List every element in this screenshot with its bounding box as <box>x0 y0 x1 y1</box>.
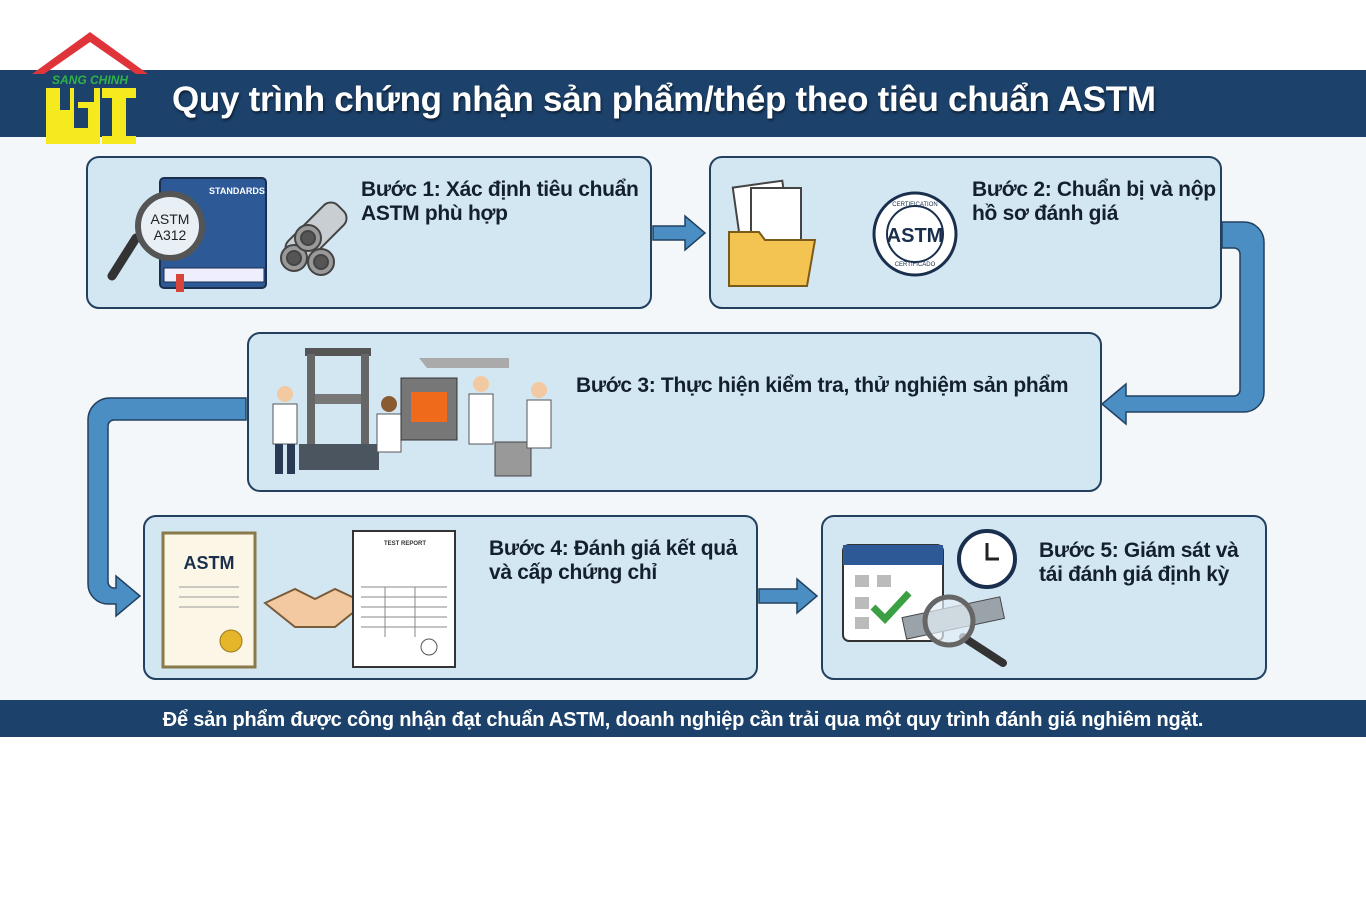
step-2-label: Bước 2: Chuẩn bị và nộp hồ sơ đánh giá <box>972 178 1216 226</box>
step-4-label-line2: và cấp chứng chỉ <box>489 561 657 584</box>
step-4-label-line1: Bước 4: Đánh giá kết quả <box>489 537 738 560</box>
step-5-label-line2: tái đánh giá định kỳ <box>1039 563 1230 586</box>
report-title: TEST REPORT <box>384 541 426 547</box>
seal-center-text: ASTM <box>887 225 944 247</box>
documents-folder-seal-icon: ASTM CERTIFICATION CERTIFICADO <box>728 179 958 287</box>
seal-bottom-text: CERTIFICADO <box>895 262 936 268</box>
step-5-card: Bước 5: Giám sát và tái đánh giá định kỳ <box>821 515 1267 680</box>
certificate-handshake-report-icon: ASTM TEST REPORT <box>161 530 456 669</box>
step-1-card: STANDARDS ASTM A312 Bước 1: Xác định tiê… <box>86 156 652 309</box>
book-label: STANDARDS <box>209 186 265 196</box>
step-2-label-line2: hồ sơ đánh giá <box>972 202 1119 225</box>
footer-band <box>0 700 1366 737</box>
step-3-label-line1: Bước 3: Thực hiện kiểm tra, thử nghiệm s… <box>576 374 1069 397</box>
step-4-card: ASTM TEST REPORT Bước 4: Đánh giá kết qu… <box>143 515 758 680</box>
connector-step2-to-step3 <box>1100 221 1265 426</box>
seal-top-text: CERTIFICATION <box>892 202 937 208</box>
step-3-label: Bước 3: Thực hiện kiểm tra, thử nghiệm s… <box>576 374 1069 398</box>
step-5-label-line1: Bước 5: Giám sát và <box>1039 539 1239 562</box>
company-logo: SANG CHINH <box>30 30 150 148</box>
certificate-logo-text: ASTM <box>184 553 235 573</box>
calendar-clock-inspection-icon <box>842 529 1017 667</box>
arrow-step4-to-step5 <box>758 577 819 615</box>
step-1-label: Bước 1: Xác định tiêu chuẩn ASTM phù hợp <box>361 178 639 226</box>
step-1-label-line1: Bước 1: Xác định tiêu chuẩn <box>361 178 639 201</box>
standards-book-magnifier-pipes-icon: STANDARDS ASTM A312 <box>107 177 348 292</box>
step-4-label: Bước 4: Đánh giá kết quả và cấp chứng ch… <box>489 537 737 585</box>
step-1-label-line2: ASTM phù hợp <box>361 202 508 225</box>
arrow-step1-to-step2 <box>652 214 707 252</box>
page-title: Quy trình chứng nhận sản phẩm/thép theo … <box>172 80 1156 119</box>
lab-testing-icon <box>272 348 552 477</box>
connector-step3-to-step4 <box>87 397 247 618</box>
footer-caption: Để sản phẩm được công nhận đạt chuẩn AST… <box>162 709 1204 731</box>
step-5-label: Bước 5: Giám sát và tái đánh giá định kỳ <box>1039 539 1239 587</box>
step-2-card: ASTM CERTIFICATION CERTIFICADO Bước 2: C… <box>709 156 1222 309</box>
lens-text-1: ASTM <box>151 211 190 227</box>
lens-text-2: A312 <box>154 227 187 243</box>
step-2-label-line1: Bước 2: Chuẩn bị và nộp <box>972 178 1216 201</box>
logo-brand-text: SANG CHINH <box>52 73 128 87</box>
step-3-card: Bước 3: Thực hiện kiểm tra, thử nghiệm s… <box>247 332 1102 492</box>
header-band <box>0 70 1366 137</box>
